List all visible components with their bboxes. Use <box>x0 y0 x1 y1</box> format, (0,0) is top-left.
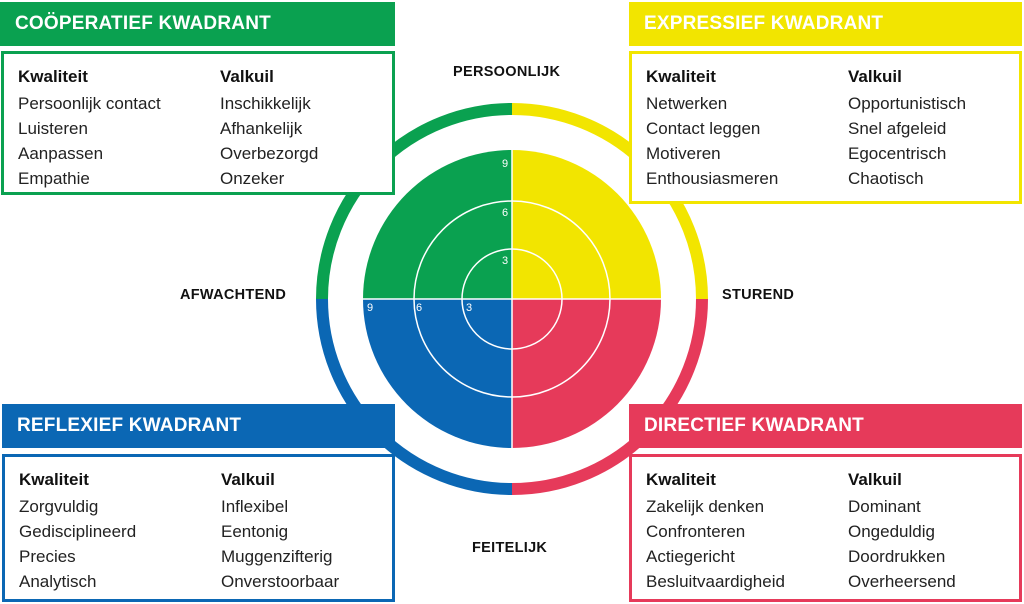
list-item: Opportunistisch <box>848 94 967 113</box>
list-item: Netwerken <box>646 94 728 113</box>
list-item: Motiveren <box>646 144 721 163</box>
axis-label-left: AFWACHTEND <box>180 287 287 303</box>
list-item: Ongeduldig <box>848 522 935 541</box>
list-item: Snel afgeleid <box>848 119 947 138</box>
list-item: Dominant <box>848 497 921 516</box>
list-item: Luisteren <box>18 119 88 138</box>
box-directief: Kwaliteit Zakelijk denken Confronteren A… <box>629 454 1022 602</box>
list-item: Contact leggen <box>646 119 761 138</box>
title-directief: DIRECTIEF KWADRANT <box>629 404 1022 448</box>
list-item: Chaotisch <box>848 169 924 188</box>
kwaliteit-column: Kwaliteit Netwerken Contact leggen Motiv… <box>646 66 778 191</box>
list-item: Overbezorgd <box>220 144 319 163</box>
list-item: Actiegericht <box>646 547 735 566</box>
sector-reflexief <box>363 299 512 448</box>
valkuil-heading: Valkuil <box>848 470 902 489</box>
list-item: Persoonlijk contact <box>18 94 161 113</box>
valkuil-column: Valkuil Opportunistisch Snel afgeleid Eg… <box>848 66 966 191</box>
axis-label-right: STUREND <box>722 287 795 303</box>
list-item: Doordrukken <box>848 547 946 566</box>
list-item: Analytisch <box>19 572 97 591</box>
list-item: Muggenzifterig <box>221 547 333 566</box>
list-item: Precies <box>19 547 76 566</box>
title-reflexief: REFLEXIEF KWADRANT <box>2 404 395 448</box>
list-item: Besluitvaardigheid <box>646 572 785 591</box>
valkuil-heading: Valkuil <box>220 67 274 86</box>
valkuil-column: Valkuil Dominant Ongeduldig Doordrukken … <box>848 469 956 594</box>
kwaliteit-heading: Kwaliteit <box>18 67 88 86</box>
axis-label-top: PERSOONLIJK <box>453 64 561 80</box>
tick-h-9: 9 <box>367 302 373 314</box>
tick-v-9: 9 <box>502 158 508 170</box>
list-item: Inflexibel <box>221 497 289 516</box>
list-item: Eentonig <box>221 522 289 541</box>
tick-h-3: 3 <box>466 302 472 314</box>
kwaliteit-column: Kwaliteit Zakelijk denken Confronteren A… <box>646 469 785 594</box>
list-item: Onverstoorbaar <box>221 572 340 591</box>
tick-v-6: 6 <box>502 207 508 219</box>
list-item: Egocentrisch <box>848 144 947 163</box>
box-reflexief: Kwaliteit Zorgvuldig Gedisciplineerd Pre… <box>2 454 395 602</box>
list-item: Afhankelijk <box>220 119 303 138</box>
list-item: Inschikkelijk <box>220 94 311 113</box>
list-item: Enthousiasmeren <box>646 169 779 188</box>
tick-h-6: 6 <box>416 302 422 314</box>
valkuil-heading: Valkuil <box>221 470 275 489</box>
kwaliteit-column: Kwaliteit Zorgvuldig Gedisciplineerd Pre… <box>19 469 136 594</box>
list-item: Gedisciplineerd <box>19 522 137 541</box>
list-item: Onzeker <box>220 169 285 188</box>
sector-cooperatief <box>363 150 512 299</box>
kwaliteit-heading: Kwaliteit <box>646 67 716 86</box>
valkuil-heading: Valkuil <box>848 67 902 86</box>
valkuil-column: Valkuil Inschikkelijk Afhankelijk Overbe… <box>220 66 318 191</box>
title-cooperatief: COÖPERATIEF KWADRANT <box>0 2 395 46</box>
axis-label-bottom: FEITELIJK <box>472 540 548 556</box>
title-expressief: EXPRESSIEF KWADRANT <box>629 2 1022 46</box>
list-item: Confronteren <box>646 522 746 541</box>
kwaliteit-heading: Kwaliteit <box>19 470 89 489</box>
list-item: Zakelijk denken <box>646 497 765 516</box>
list-item: Overheersend <box>848 572 956 591</box>
list-item: Zorgvuldig <box>19 497 99 516</box>
box-expressief: Kwaliteit Netwerken Contact leggen Motiv… <box>629 51 1022 204</box>
sector-expressief <box>512 150 661 299</box>
list-item: Aanpassen <box>18 144 104 163</box>
kwaliteit-heading: Kwaliteit <box>646 470 716 489</box>
valkuil-column: Valkuil Inflexibel Eentonig Muggenzifter… <box>221 469 339 594</box>
tick-v-3: 3 <box>502 255 508 267</box>
sector-directief <box>512 299 661 448</box>
kwaliteit-column: Kwaliteit Persoonlijk contact Luisteren … <box>18 66 161 191</box>
list-item: Empathie <box>18 169 90 188</box>
box-cooperatief: Kwaliteit Persoonlijk contact Luisteren … <box>1 51 395 195</box>
